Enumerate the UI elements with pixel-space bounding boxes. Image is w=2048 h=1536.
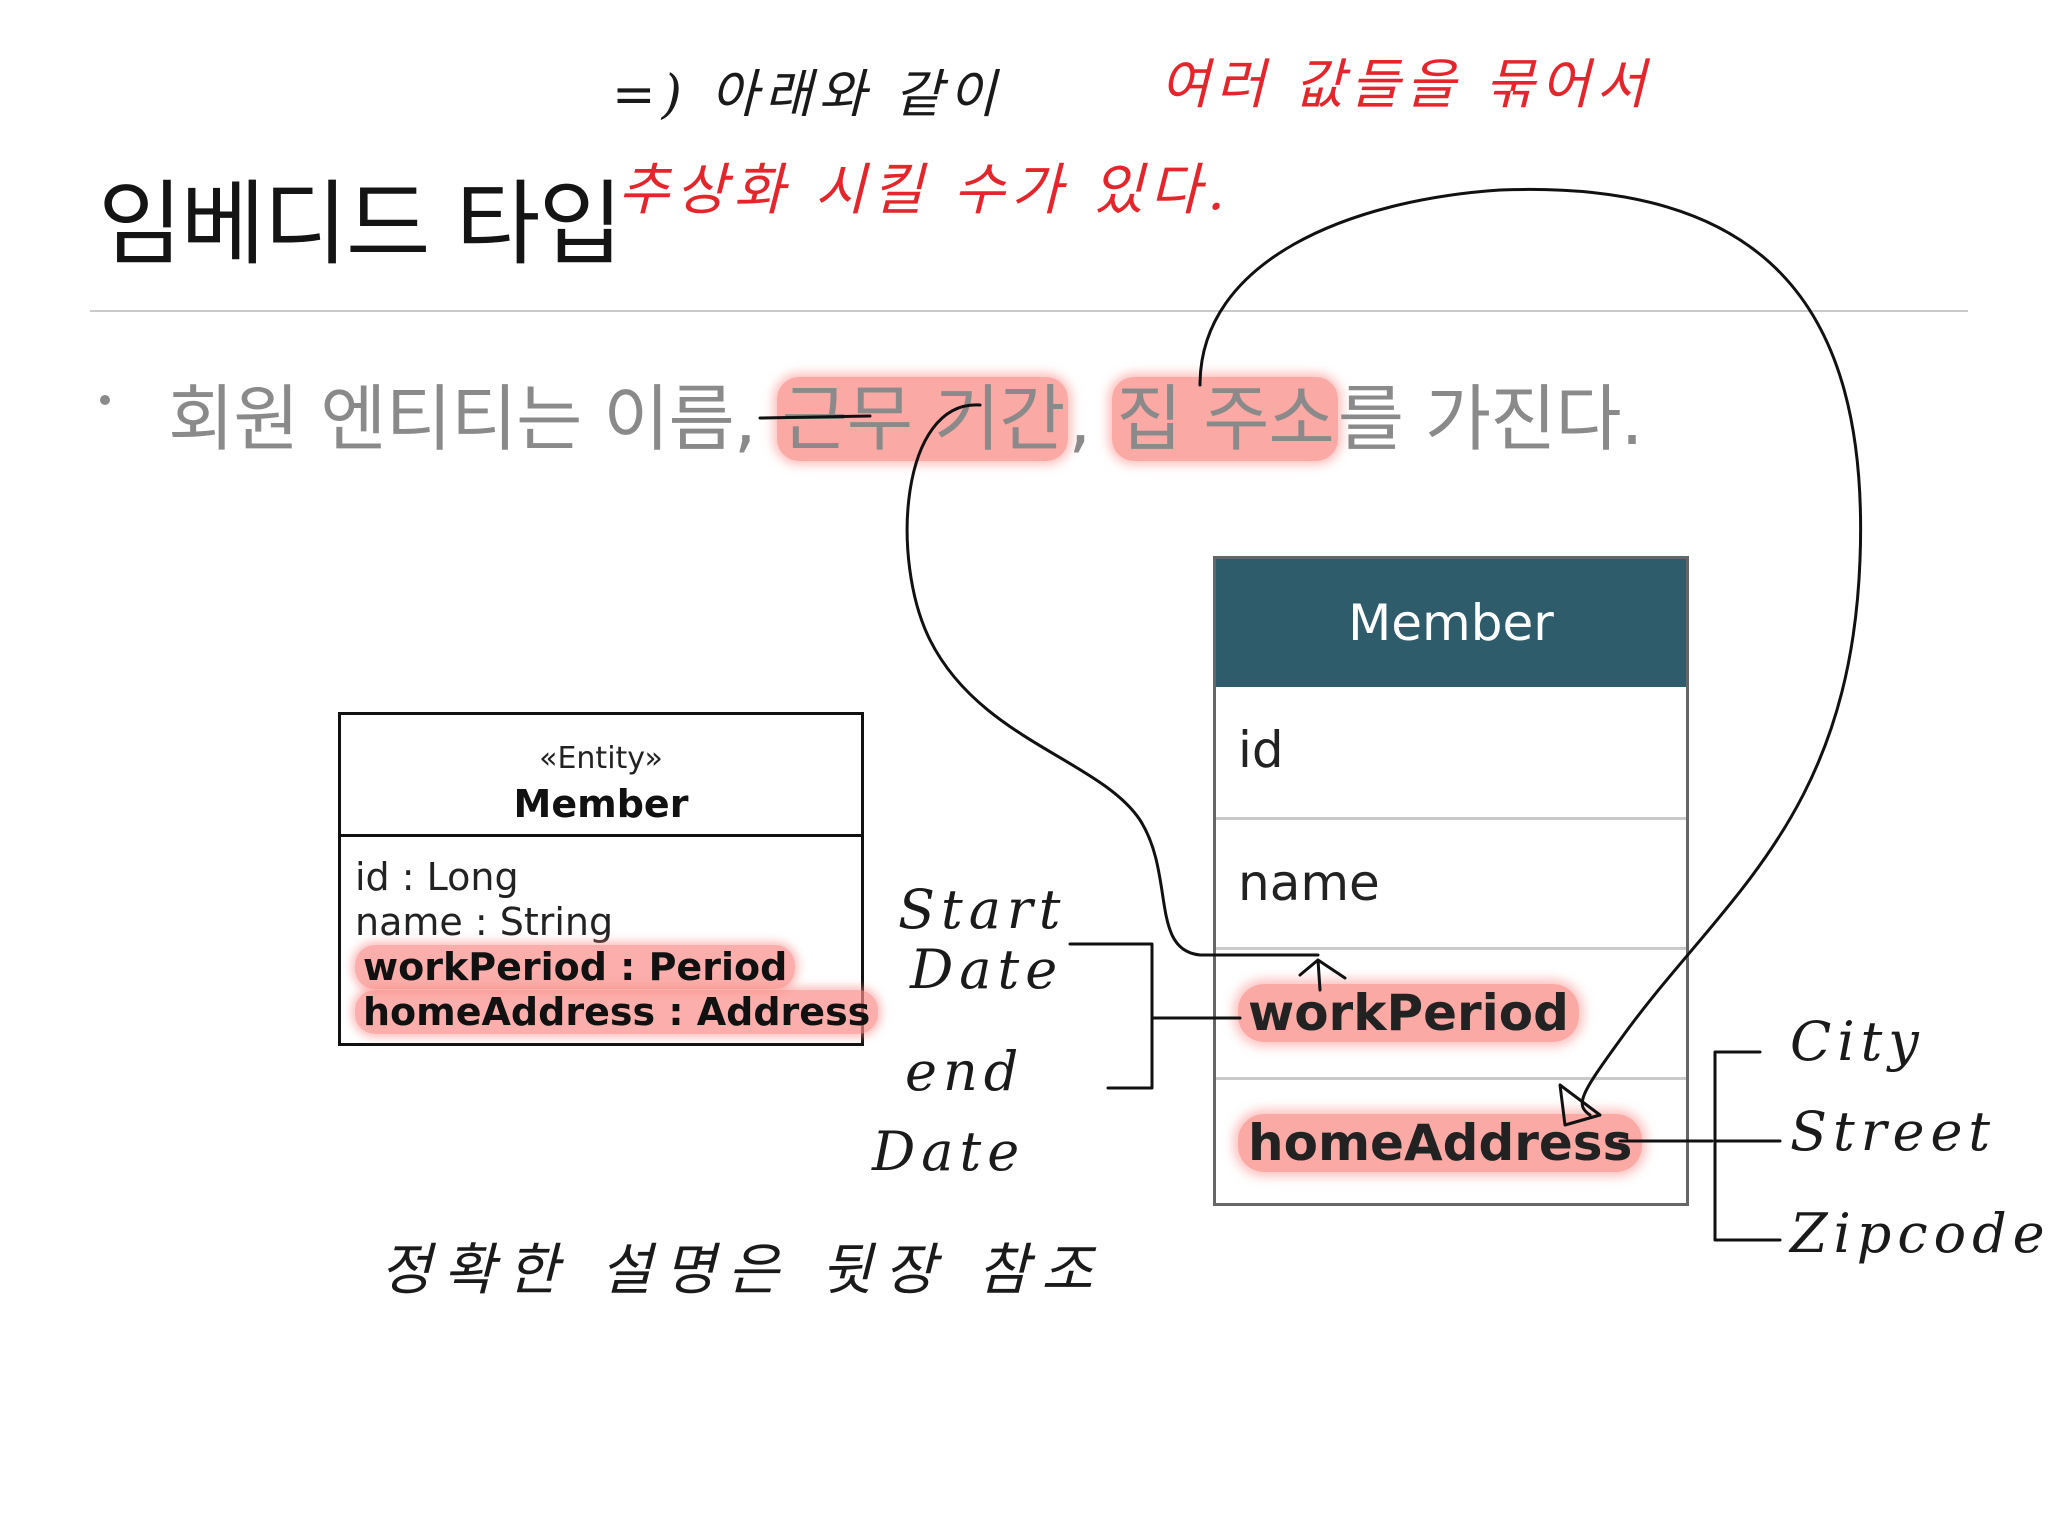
period-bracket	[1068, 942, 1154, 1090]
member-row-label: homeAddress	[1238, 1114, 1643, 1172]
member-row-id: id	[1238, 721, 1284, 779]
handwritten-zipcode-label: Zipcode	[1790, 1202, 2048, 1265]
handwritten-note-top: =) 아래와 같이	[612, 65, 1003, 125]
uml-attribute: name : String	[355, 900, 614, 944]
uml-attribute: id : Long	[355, 855, 519, 899]
member-row-label: workPeriod	[1238, 984, 1579, 1042]
handwritten-note-bottom: 정확한 설명은 뒷장 참조	[380, 1238, 1105, 1303]
uml-stereotype: «Entity»	[539, 741, 663, 776]
title-divider	[90, 310, 1968, 312]
member-table: Member id name workPeriod homeAddress	[1213, 556, 1689, 1206]
uml-attributes: id : Long name : String workPeriod : Per…	[341, 837, 879, 1035]
handwritten-end-label: end	[905, 1040, 1025, 1103]
handwritten-street-label: Street	[1790, 1100, 1997, 1163]
uml-class-name: Member	[513, 782, 689, 826]
member-row-work-period: workPeriod	[1216, 947, 1686, 1077]
member-row-name: name	[1216, 817, 1686, 947]
handwritten-date-label: Date	[872, 1120, 1026, 1183]
uml-attribute-highlighted: homeAddress : Address	[355, 990, 879, 1035]
bullet-icon	[100, 395, 110, 405]
handwritten-date-label: Date	[910, 938, 1064, 1001]
handwritten-note-top-red: 여러 값들을 묶어서	[1160, 53, 1652, 116]
handwritten-start-label: Start	[898, 878, 1067, 941]
member-table-header: Member	[1216, 559, 1686, 687]
handwritten-city-label: City	[1790, 1010, 1925, 1073]
bullet-text-before: 회원 엔티티는 이름,	[168, 377, 778, 461]
bullet-text-middle: ,	[1068, 377, 1113, 461]
bullet-text: 회원 엔티티는 이름, 근무 기간, 집 주소를 가진다.	[168, 360, 1644, 465]
highlight-home-address: 집 주소	[1112, 377, 1338, 461]
uml-attribute-text: workPeriod : Period	[355, 945, 796, 989]
slide-title: 임베디드 타입	[98, 171, 623, 278]
uml-header: «Entity» Member	[341, 715, 861, 837]
handwritten-note-second-line: 추상화 시킬 수가 있다.	[618, 158, 1231, 223]
uml-entity-box: «Entity» Member id : Long name : String …	[338, 712, 879, 1046]
bullet-text-after: 를 가진다.	[1337, 377, 1644, 461]
uml-attribute-highlighted: workPeriod : Period	[355, 945, 847, 990]
member-row-home-address: homeAddress	[1216, 1077, 1686, 1207]
uml-attribute-text: homeAddress : Address	[355, 990, 879, 1034]
highlight-work-period: 근무 기간	[777, 377, 1069, 461]
address-bracket	[1713, 1050, 1782, 1242]
